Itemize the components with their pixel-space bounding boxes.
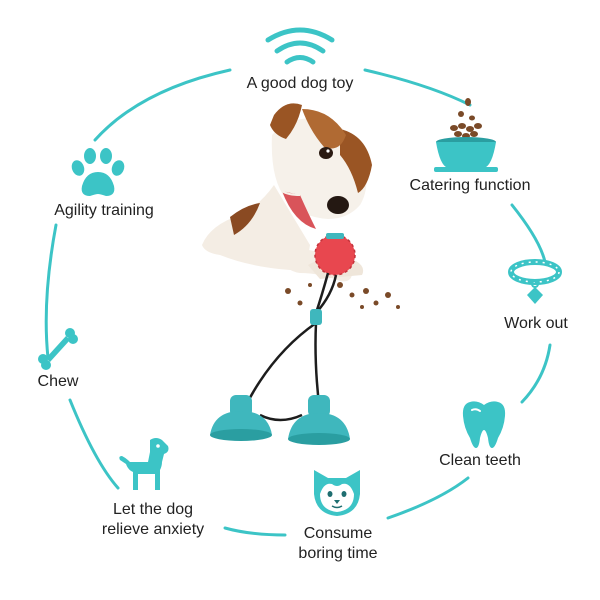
feature-label-relieve-anxiety: Let the dog relieve anxiety	[78, 500, 228, 540]
signal-waves-icon	[265, 27, 335, 65]
feature-label-catering-function: Catering function	[409, 177, 531, 194]
tooth-icon	[462, 401, 506, 448]
ring-segment	[386, 476, 470, 520]
ring-segment	[520, 343, 552, 404]
ring-segment	[93, 68, 232, 142]
dog-with-toy-image	[202, 103, 400, 445]
feature-label-anxiety-text: Let the dog relieve anxiety	[101, 501, 205, 538]
ring-segment	[363, 68, 472, 107]
feature-label-good-dog-toy: A good dog toy	[246, 75, 354, 92]
ring-segment	[44, 223, 58, 360]
shiba-face-icon	[314, 470, 360, 516]
ring-segment	[510, 203, 547, 264]
bone-icon	[38, 328, 78, 370]
ring-segment	[68, 398, 120, 490]
feature-label-work-out: Work out	[504, 315, 568, 332]
food-bowl-icon	[434, 98, 498, 172]
feature-label-clean-teeth: Clean teeth	[439, 452, 521, 469]
standing-dog-icon	[119, 438, 169, 490]
ring-segment	[223, 526, 287, 537]
feature-label-agility-training: Agility training	[54, 202, 154, 219]
feature-label-consume-text: Consume boring time	[298, 525, 378, 562]
paw-print-icon	[71, 148, 125, 196]
feature-label-consume-boring-time: Consume boring time	[268, 524, 408, 564]
feature-label-chew: Chew	[37, 373, 79, 390]
dog-collar-icon	[508, 259, 562, 304]
